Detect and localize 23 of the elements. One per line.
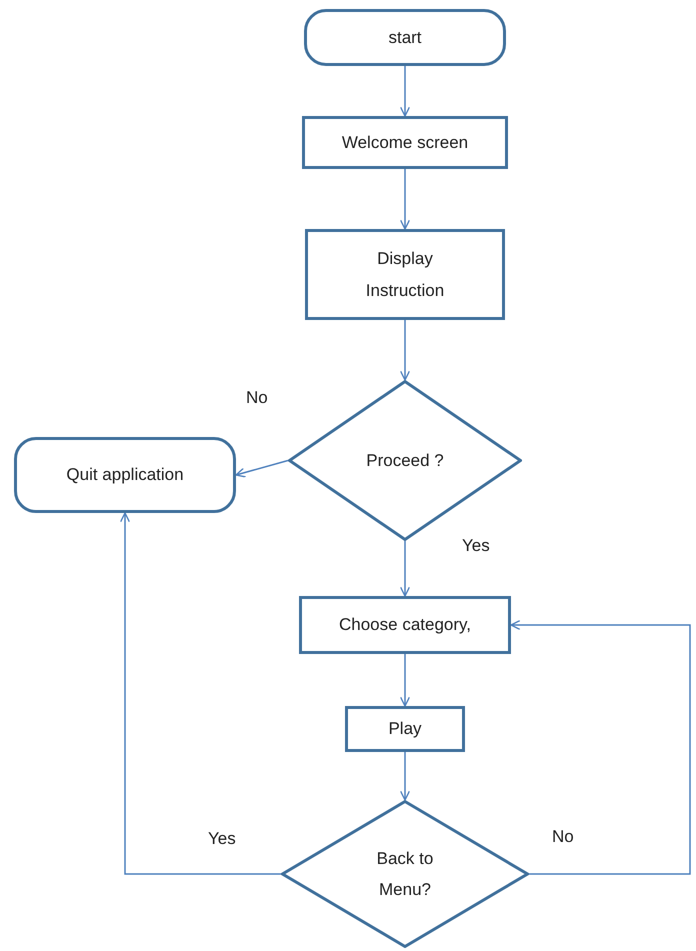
node-label: start (388, 26, 422, 49)
node-label: Choose category, (339, 614, 471, 636)
node-label: Play (388, 718, 422, 740)
node-label: Welcome screen (342, 132, 468, 154)
arrow (400, 320, 410, 381)
process-box (345, 706, 465, 752)
node-label: Display Instruction (364, 248, 446, 302)
arrow (400, 541, 410, 597)
arrow (400, 66, 410, 117)
arrow (400, 654, 410, 707)
arrow (510, 620, 691, 875)
process-box (302, 116, 508, 169)
process-box (305, 229, 505, 320)
node-label: Quit application (66, 464, 184, 486)
node-label: Proceed ? (365, 450, 445, 472)
node-label: Back to Menu? (376, 848, 434, 901)
terminal-box (304, 9, 506, 66)
arrow (400, 169, 410, 230)
arrow (235, 460, 288, 478)
terminal-box (14, 437, 236, 513)
process-box (299, 596, 511, 654)
arrow (400, 752, 410, 801)
arrow (120, 512, 281, 875)
